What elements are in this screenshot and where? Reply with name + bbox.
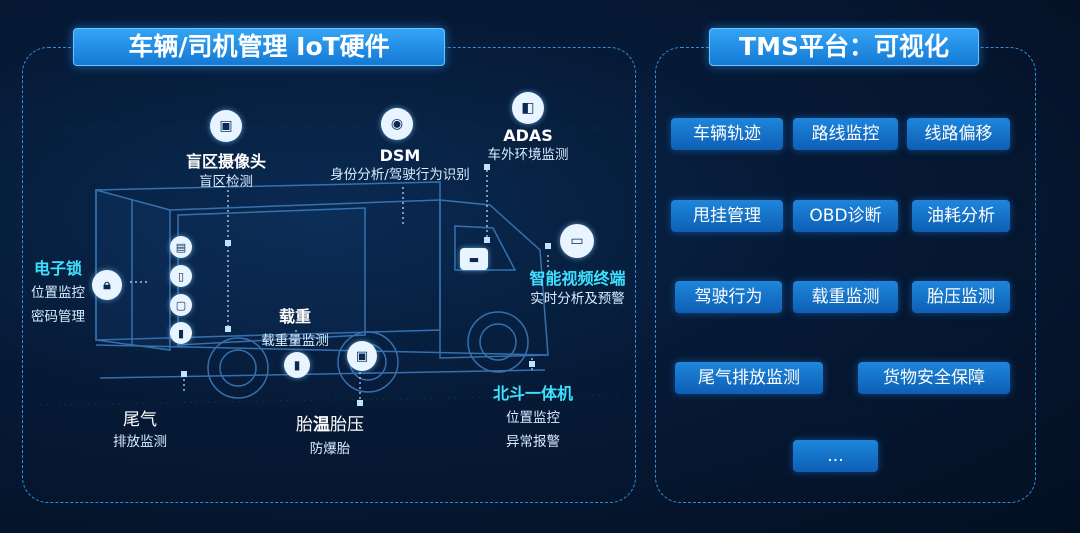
iot-hardware-title: 车辆/司机管理 IoT硬件 bbox=[73, 28, 445, 66]
video-terminal-icon: ▭ bbox=[560, 224, 594, 258]
lock-icon: 🔒︎ bbox=[92, 270, 122, 300]
exhaust-title: 尾气 bbox=[123, 410, 157, 430]
connector-dot bbox=[181, 371, 187, 377]
tire-label: 胎温胎压 防爆胎 bbox=[285, 410, 375, 459]
load-sensor-icon: ▮ bbox=[284, 352, 310, 378]
feature-fuel-analysis[interactable]: 油耗分析 bbox=[912, 200, 1010, 232]
camera-icon: ▣ bbox=[210, 110, 242, 142]
tire-title-a: 胎 bbox=[296, 415, 313, 435]
feature-more[interactable]: ... bbox=[793, 440, 878, 472]
load-sub: 载重量监测 bbox=[261, 333, 329, 349]
tire-title-b: 温 bbox=[313, 415, 330, 435]
tire-sub: 防爆胎 bbox=[309, 441, 351, 457]
blind-camera-sub: 盲区检测 bbox=[199, 174, 253, 190]
video-terminal-sub: 实时分析及预警 bbox=[530, 291, 625, 307]
load-title: 载重 bbox=[278, 307, 311, 326]
connector-dot bbox=[225, 240, 231, 246]
beidou-title: 北斗一体机 bbox=[492, 384, 573, 403]
adas-title: ADAS bbox=[503, 126, 553, 145]
blind-camera-title: 盲区摄像头 bbox=[185, 152, 266, 171]
blind-camera-label: 盲区摄像头 盲区检测 bbox=[176, 148, 276, 192]
tire-sensor-icon: ▣ bbox=[347, 341, 377, 371]
feature-route-deviation[interactable]: 线路偏移 bbox=[907, 118, 1010, 150]
connector-dot bbox=[225, 326, 231, 332]
dsm-camera-icon: ◉ bbox=[381, 108, 413, 140]
load-label: 载重 载重量监测 bbox=[245, 303, 345, 351]
electronic-lock-label: 电子锁 位置监控 密码管理 bbox=[18, 255, 98, 327]
feature-tire-pressure[interactable]: 胎压监测 bbox=[912, 281, 1010, 313]
electronic-lock-title: 电子锁 bbox=[33, 259, 82, 278]
tms-platform-panel bbox=[655, 47, 1036, 503]
tire-title: 胎温胎压 bbox=[285, 410, 375, 435]
connector-dot bbox=[529, 361, 535, 367]
beidou-icon: ▬ bbox=[460, 248, 488, 270]
video-terminal-label: 智能视频终端 实时分析及预警 bbox=[520, 265, 635, 309]
beidou-sub2: 异常报警 bbox=[506, 434, 560, 450]
tablet-icon: ▢ bbox=[170, 294, 192, 316]
dsm-label: DSM 身份分析/驾驶行为识别 bbox=[315, 146, 485, 185]
feature-exhaust-monitor[interactable]: 尾气排放监测 bbox=[675, 362, 823, 394]
beidou-sub1: 位置监控 bbox=[506, 410, 560, 426]
electronic-lock-sub1: 位置监控 bbox=[31, 285, 85, 301]
feature-trailer-management[interactable]: 甩挂管理 bbox=[671, 200, 783, 232]
connector-dot bbox=[357, 400, 363, 406]
feature-vehicle-track[interactable]: 车辆轨迹 bbox=[671, 118, 783, 150]
dsm-title: DSM bbox=[379, 146, 421, 165]
connector-dot bbox=[484, 237, 490, 243]
connector-dot bbox=[484, 164, 490, 170]
feature-route-monitor[interactable]: 路线监控 bbox=[793, 118, 898, 150]
tms-platform-title: TMS平台：可视化 bbox=[709, 28, 979, 66]
phone-icon: ▯ bbox=[170, 265, 192, 287]
video-terminal-title: 智能视频终端 bbox=[529, 269, 626, 288]
feature-cargo-safety[interactable]: 货物安全保障 bbox=[858, 362, 1010, 394]
connector-dot bbox=[545, 243, 551, 249]
feature-obd-diagnosis[interactable]: OBD诊断 bbox=[793, 200, 898, 232]
toolbox-icon: ▤ bbox=[170, 236, 192, 258]
exhaust-label: 尾气 排放监测 bbox=[100, 405, 180, 452]
electronic-lock-sub2: 密码管理 bbox=[31, 309, 85, 325]
adas-label: ADAS 车外环境监测 bbox=[478, 126, 578, 165]
tire-title-c: 胎压 bbox=[330, 415, 364, 435]
device-icon: ▮ bbox=[170, 322, 192, 344]
beidou-label: 北斗一体机 位置监控 异常报警 bbox=[483, 380, 583, 452]
adas-sub: 车外环境监测 bbox=[487, 147, 569, 163]
feature-driving-behavior[interactable]: 驾驶行为 bbox=[675, 281, 782, 313]
adas-camera-icon: ◧ bbox=[512, 92, 544, 124]
feature-load-monitor[interactable]: 载重监测 bbox=[793, 281, 898, 313]
dsm-sub: 身份分析/驾驶行为识别 bbox=[330, 167, 470, 183]
exhaust-sub: 排放监测 bbox=[113, 434, 167, 450]
